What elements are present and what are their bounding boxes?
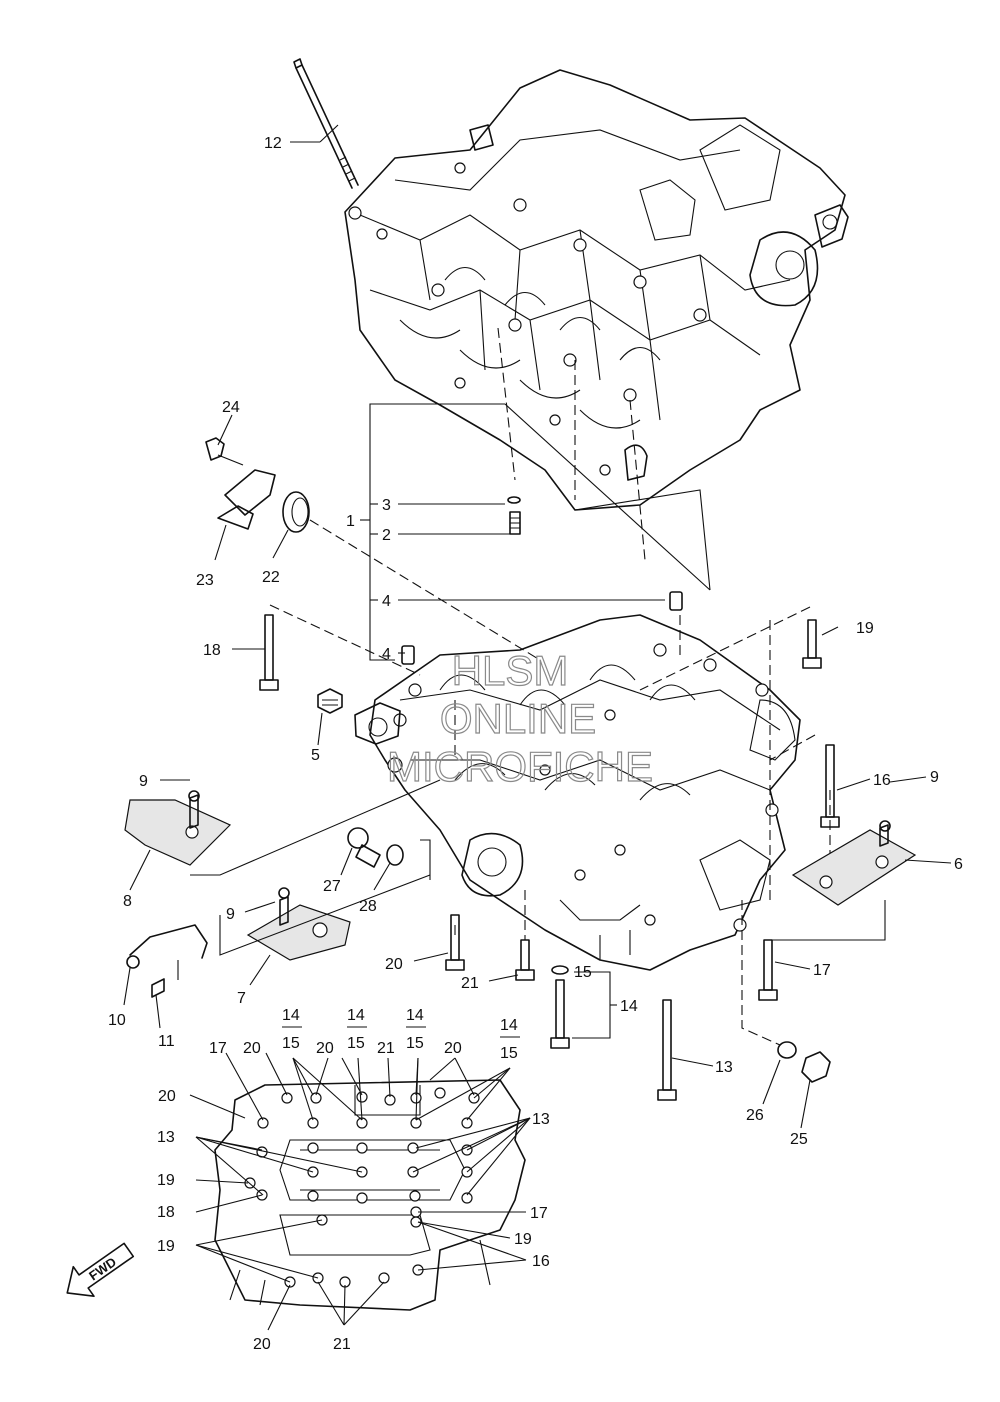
watermark-line-1: HLSM [452, 647, 569, 694]
callout-15-view-1: 15 [282, 1035, 300, 1052]
callout-6: 6 [954, 856, 963, 873]
callout-13-left-view: 13 [157, 1129, 175, 1146]
callout-13-right-bolt: 13 [715, 1059, 733, 1076]
plug-27-washer-28 [347, 827, 431, 880]
callout-19-view-right: 19 [514, 1231, 532, 1248]
crankcase-bottom-view [214, 1079, 526, 1311]
bracket-10 [126, 924, 208, 998]
callout-18-bolt: 18 [203, 642, 221, 659]
callout-28: 28 [359, 898, 377, 915]
forward-direction-label: FWD [86, 1254, 119, 1283]
callout-9-left: 9 [139, 773, 148, 790]
watermark: HLSM ONLINE MICROFICHE [386, 646, 653, 790]
callout-14-view-4: 14 [500, 1017, 518, 1034]
callout-20-view-1: 20 [243, 1040, 261, 1057]
plug-5 [317, 688, 343, 714]
forward-direction-badge: FWD [66, 1242, 135, 1298]
callout-2: 2 [382, 527, 391, 544]
seal-22-bracket-23-bolt-24 [205, 437, 310, 533]
oil-jet-and-dowels [401, 496, 683, 665]
callout-17-bolt: 17 [813, 962, 831, 979]
callout-25: 25 [790, 1131, 808, 1148]
callout-23: 23 [196, 572, 214, 589]
callout-9-middle: 9 [226, 906, 235, 923]
watermark-line-2: ONLINE [440, 695, 596, 742]
callout-21-view-top: 21 [377, 1040, 395, 1057]
callout-15-view-2: 15 [347, 1035, 365, 1052]
callout-9-right: 9 [930, 769, 939, 786]
callout-24: 24 [222, 399, 240, 416]
callout-5: 5 [311, 747, 320, 764]
callout-bracket-1 [360, 403, 711, 661]
callout-20-view-2: 20 [316, 1040, 334, 1057]
callout-14-bolt: 14 [620, 998, 638, 1015]
callout-17-view-right: 17 [530, 1205, 548, 1222]
callout-22: 22 [262, 569, 280, 586]
callout-20-view-3: 20 [444, 1040, 462, 1057]
callout-21-view-bottom: 21 [333, 1336, 351, 1353]
callout-numbers: 1 2 3 4 4 5 6 7 8 9 9 9 10 11 12 13 13 1… [108, 135, 963, 1353]
callout-12: 12 [264, 135, 282, 152]
alignment-guides [269, 327, 831, 1046]
drain-25-washer-26 [777, 1041, 831, 1083]
cover-plate-6 [770, 820, 917, 941]
callout-14-view-1: 14 [282, 1007, 300, 1024]
callout-16-bolt: 16 [873, 772, 891, 789]
callout-10: 10 [108, 1012, 126, 1029]
bottom-view-leaders [189, 1052, 531, 1331]
callout-19-bolt: 19 [856, 620, 874, 637]
callout-15-view-3: 15 [406, 1035, 424, 1052]
callout-18-view: 18 [157, 1204, 175, 1221]
callout-15-view-4: 15 [500, 1045, 518, 1062]
callout-4-upper: 4 [382, 593, 391, 610]
callout-14-view-3: 14 [406, 1007, 424, 1024]
watermark-line-3: MICROFICHE [387, 743, 653, 790]
callout-1: 1 [346, 513, 355, 530]
callout-4-lower: 4 [382, 646, 391, 663]
callout-26: 26 [746, 1107, 764, 1124]
callout-3: 3 [382, 497, 391, 514]
callout-7: 7 [237, 990, 246, 1007]
callout-20-view-bottom: 20 [253, 1336, 271, 1353]
callout-20-view-left: 20 [158, 1088, 176, 1105]
callout-16-view: 16 [532, 1253, 550, 1270]
callout-13-right-view: 13 [532, 1111, 550, 1128]
lower-crankcase [354, 614, 801, 971]
callout-21-bolt: 21 [461, 975, 479, 992]
callout-14-view-2: 14 [347, 1007, 365, 1024]
cover-plate-8 [124, 779, 441, 876]
upper-crankcase [344, 69, 849, 511]
callout-8: 8 [123, 893, 132, 910]
callout-leaders [123, 124, 952, 1129]
callout-17-view-top: 17 [209, 1040, 227, 1057]
callout-15-bolt: 15 [574, 964, 592, 981]
stud-bolt [293, 58, 359, 189]
lower-case-bolts [259, 614, 840, 1101]
callout-19-view-left-top: 19 [157, 1172, 175, 1189]
callout-19-view-left-bottom: 19 [157, 1238, 175, 1255]
callout-27: 27 [323, 878, 341, 895]
cover-plate-7 [219, 874, 431, 961]
callout-11: 11 [158, 1033, 175, 1050]
callout-20-bolt: 20 [385, 956, 403, 973]
